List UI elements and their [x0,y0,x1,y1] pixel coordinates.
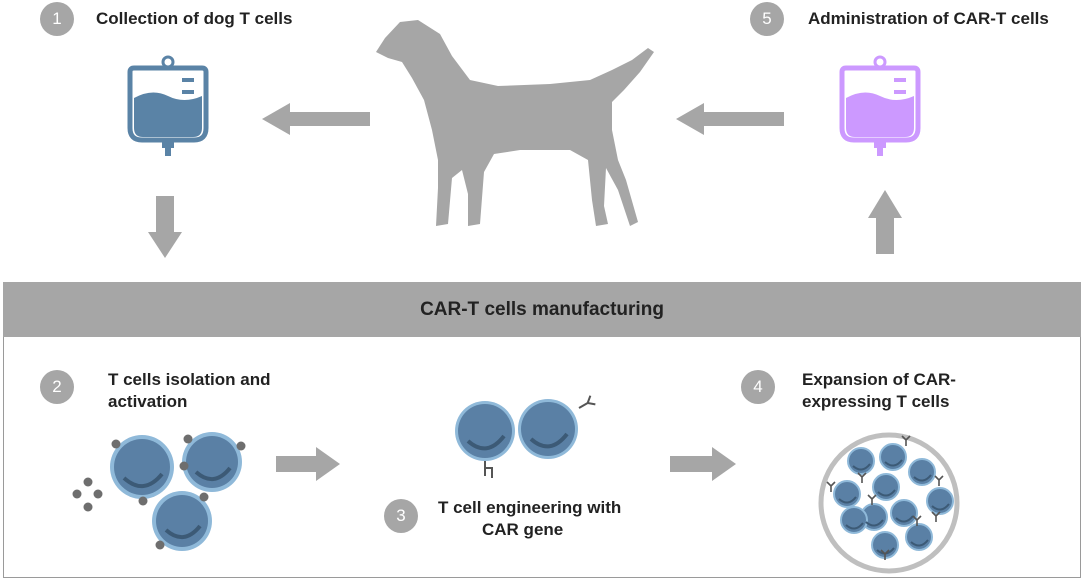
manufacturing-banner: CAR-T cells manufacturing [3,282,1081,337]
t-cell-group-engineering [455,395,596,478]
activation-bead-icon [72,434,246,550]
t-cell-group-activation [72,432,246,551]
t-cell-icon [152,491,212,551]
step-4-title-line2: expressing T cells [802,392,950,411]
car-receptor-icon [578,395,596,409]
dog-silhouette-icon [376,20,654,226]
iv-bag-icon [127,55,209,156]
step-2-title: T cells isolation and activation [108,369,270,413]
t-cell-icon [518,399,578,459]
t-cell-icon [182,432,242,492]
step-1-title: Collection of dog T cells [96,9,293,28]
arrow-icon [148,103,902,481]
step-3-title-line1: T cell engineering with [438,498,622,517]
step-2-badge: 2 [40,370,74,404]
banner-title: CAR-T cells manufacturing [420,299,664,320]
step-2-title-line2: activation [108,392,188,411]
step-5-badge: 5 [750,2,784,36]
step-2-title-line1: T cells isolation and [108,370,271,389]
step-1-badge: 1 [40,2,74,36]
step-3-title-line2: CAR gene [482,520,564,539]
t-cell-icon [455,401,515,478]
step-4-badge: 4 [741,370,775,404]
step-4-title: Expansion of CAR- expressing T cells [802,369,956,413]
step-3-badge: 3 [384,499,418,533]
iv-bag-icon [839,55,921,156]
step-5-title: Administration of CAR-T cells [808,9,1049,28]
step-3-title: T cell engineering with CAR gene [438,497,621,541]
step-4-title-line1: Expansion of CAR- [802,370,956,389]
culture-dish-icon [818,432,960,574]
t-cell-icon [110,435,174,499]
manufacturing-panel [3,337,1081,578]
